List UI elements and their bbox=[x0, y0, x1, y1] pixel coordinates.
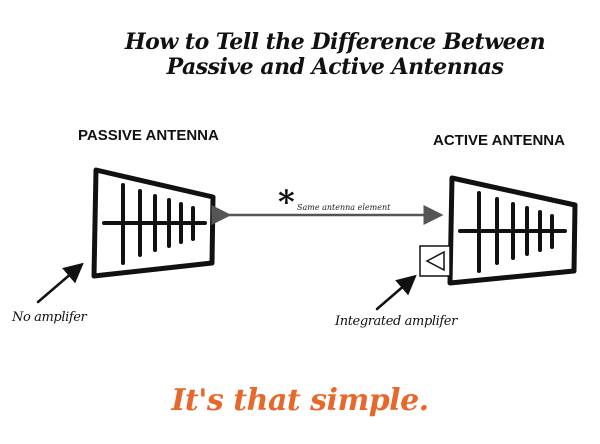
same-element-note: Same antenna element bbox=[297, 203, 391, 212]
integrated-amplifier-pointer-arrow bbox=[375, 274, 417, 311]
no-amplifier-pointer-arrow bbox=[36, 262, 84, 304]
asterisk-mark: * bbox=[278, 183, 295, 221]
title-line-2: Passive and Active Antennas bbox=[166, 54, 504, 80]
integrated-amplifier-label: Integrated amplifer bbox=[335, 314, 457, 329]
passive-antenna-heading: PASSIVE ANTENNA bbox=[78, 127, 219, 144]
active-antenna-heading: ACTIVE ANTENNA bbox=[433, 132, 565, 149]
amplifier-icon bbox=[419, 245, 451, 277]
passive-antenna-icon bbox=[91, 167, 216, 279]
no-amplifier-label: No amplifer bbox=[12, 310, 87, 325]
tagline: It's that simple. bbox=[171, 383, 429, 418]
active-antenna-icon bbox=[447, 175, 578, 286]
title-line-1: How to Tell the Difference Between bbox=[124, 29, 546, 55]
